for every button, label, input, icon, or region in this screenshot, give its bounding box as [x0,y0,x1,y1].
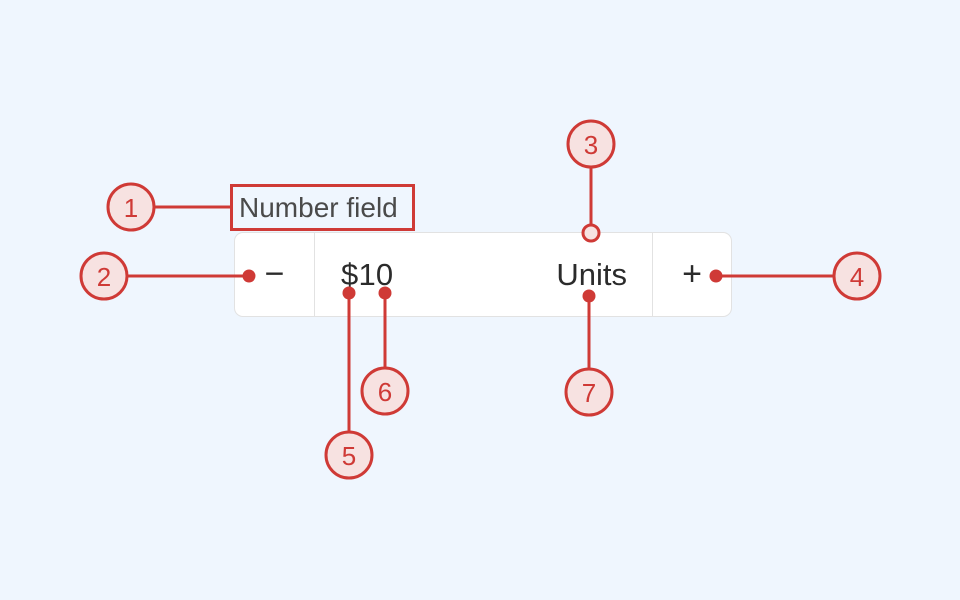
callout-7-badge [564,367,614,417]
callout-2: 2 [79,251,256,301]
callout-1-badge [106,182,156,232]
decrement-button[interactable]: − [235,233,315,316]
number-field[interactable]: − $10 Units + [234,232,732,317]
callout-3-badge [566,119,616,169]
unit-label: Units [556,257,627,292]
callout-3: 3 [566,119,616,243]
callout-1: 1 [106,182,231,232]
increment-button[interactable]: + [652,233,731,316]
callout-5-badge [324,430,374,480]
callout-6-badge [360,366,410,416]
callout-4-badge [832,251,882,301]
number-field-value: $10 [341,257,394,292]
field-label: Number field [239,191,398,223]
number-field-value-area[interactable]: $10 Units [315,233,652,316]
minus-icon: − [264,254,285,293]
callout-2-badge [79,251,129,301]
callout-4: 4 [709,251,882,301]
plus-icon: + [682,254,702,293]
field-label-highlight-box: Number field [230,184,415,231]
